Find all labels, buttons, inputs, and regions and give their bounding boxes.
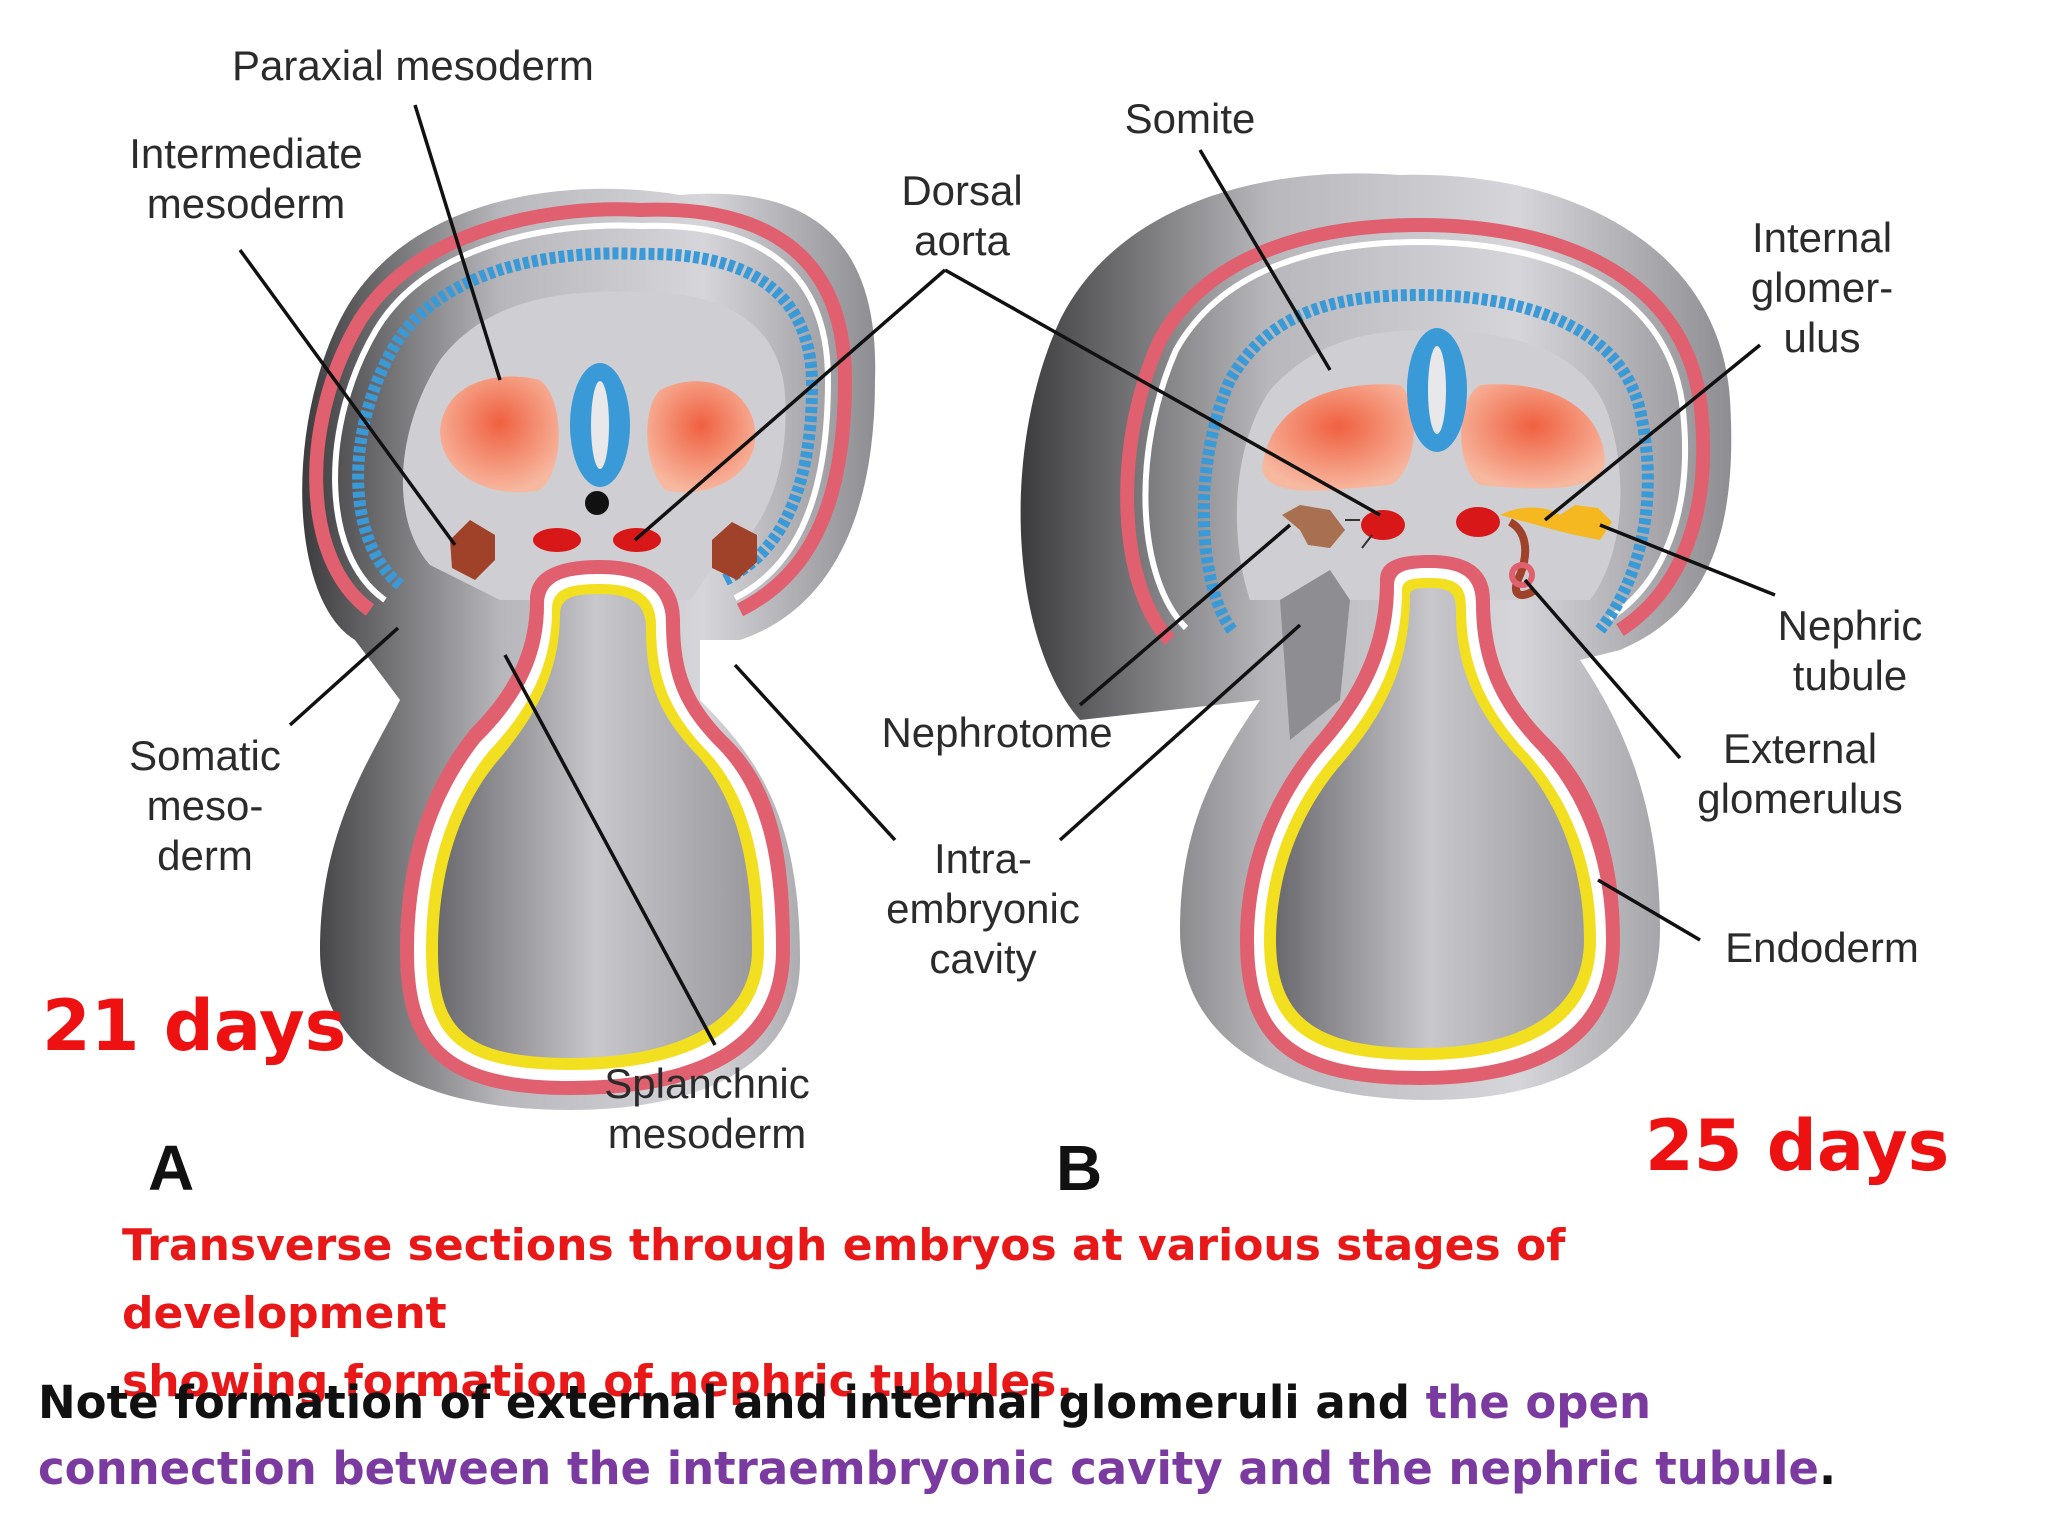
label-somatic-line1: Somatic — [129, 732, 281, 779]
note-plain-after: . — [1818, 1442, 1837, 1495]
panel-b-dorsal-aorta-left — [1361, 510, 1405, 540]
panel-b-embryo — [1020, 173, 1732, 1100]
panel-b-nephrotome — [1282, 505, 1345, 548]
panel-b-intraembryonic-cavity — [1280, 570, 1350, 740]
leader-intermediate — [238, 248, 457, 547]
panel-a-gut-lumen — [438, 594, 752, 1058]
label-external-line1: External — [1723, 725, 1877, 772]
label-internal-line2: glomer- — [1751, 264, 1893, 311]
leader-external-glomerulus — [1523, 578, 1682, 760]
leader-nephrotome — [1078, 523, 1292, 707]
panel-b-external-glomerulus — [1509, 562, 1535, 588]
leader-splanchnic — [503, 654, 717, 1046]
leader-paraxial — [413, 104, 502, 381]
panel-a-notochord — [585, 491, 609, 515]
label-intermediate-line1: Intermediate — [129, 130, 362, 177]
label-internal-line1: Internal — [1752, 214, 1892, 261]
panel-a-intermediate-mesoderm-left — [450, 520, 495, 580]
label-dorsal-line1: Dorsal — [901, 167, 1022, 214]
panel-b-letter: B — [1056, 1132, 1102, 1204]
label-nephric-line2: tubule — [1793, 652, 1907, 699]
label-somatic-line2: meso- — [147, 782, 264, 829]
label-intermediate-line2: mesoderm — [147, 180, 345, 227]
leader-somite — [1198, 149, 1332, 371]
label-external-line2: glomerulus — [1697, 775, 1902, 822]
panel-a-intermediate-mesoderm-right — [712, 522, 757, 580]
label-somite: Somite — [1125, 95, 1256, 142]
panel-b-days-label: 25 days — [1645, 1105, 1950, 1187]
panel-b-dorsal-aorta-right — [1456, 507, 1500, 537]
panel-b-somite-left — [1262, 384, 1414, 491]
label-nephrotome: Nephrotome — [881, 709, 1112, 756]
panel-b-somite-right — [1461, 384, 1605, 489]
panel-a-somatic-layer — [352, 247, 819, 590]
panel-a-amnion-space — [332, 222, 832, 603]
panel-b-gut-lumen — [1276, 588, 1584, 1048]
panel-b-ectoderm — [1120, 217, 1711, 645]
leader-lines — [238, 104, 1776, 1046]
panel-b-somatic-layer — [1197, 288, 1654, 634]
panel-a-days-label: 21 days — [42, 985, 347, 1067]
label-dorsal-line2: aorta — [914, 217, 1010, 264]
labels-panel-b: Somite Internal glomer- ulus Nephric tub… — [1125, 95, 1923, 971]
panel-a-ectoderm — [309, 202, 853, 617]
note-plain-before: Note formation of external and internal … — [38, 1376, 1426, 1429]
note-text: Note formation of external and internal … — [38, 1370, 1938, 1502]
leader-intra-a — [733, 663, 897, 842]
panel-a-neural-canal — [591, 381, 609, 469]
label-endoderm: Endoderm — [1725, 924, 1919, 971]
note-highlight: the open connection between the intraemb… — [38, 1376, 1819, 1495]
leader-dorsal-b — [944, 268, 1381, 517]
label-splanchnic-line2: mesoderm — [608, 1110, 806, 1157]
label-somatic-line3: derm — [157, 832, 253, 879]
leader-endoderm — [1597, 878, 1701, 942]
label-nephric-line1: Nephric — [1778, 602, 1923, 649]
caption-line2: showing formation of nephric tubules. — [122, 1356, 1074, 1407]
label-intra-line3: cavity — [929, 935, 1036, 982]
label-splanchnic-line1: Splanchnic — [604, 1060, 809, 1107]
panel-b-nephric-tubule — [1507, 518, 1538, 599]
panel-a-paraxial-mesoderm-left — [440, 376, 559, 493]
figure-caption: Transverse sections through embryos at v… — [122, 1212, 1882, 1416]
leader-somatic — [288, 626, 400, 727]
panel-b-internal-glomerulus — [1500, 505, 1612, 540]
leader-internal-glomerulus — [1543, 343, 1762, 522]
labels-panel-a: Paraxial mesoderm Intermediate mesoderm … — [129, 42, 1112, 1157]
panel-b-arrow-2 — [1361, 534, 1373, 549]
leader-dorsal-a — [633, 268, 947, 542]
label-intra-line2: embryonic — [886, 885, 1080, 932]
leader-intra-b — [1058, 623, 1302, 842]
panel-b-amnion-space — [1142, 238, 1688, 631]
label-paraxial-mesoderm: Paraxial mesoderm — [232, 42, 594, 89]
leader-nephric-tubule — [1599, 523, 1776, 597]
label-intra-line1: Intra- — [934, 835, 1032, 882]
panel-a-dorsal-aorta-left — [533, 528, 581, 552]
panel-a-paraxial-mesoderm-right — [647, 381, 756, 493]
panel-b-neural-canal — [1428, 346, 1446, 434]
caption-line1: Transverse sections through embryos at v… — [122, 1220, 1566, 1339]
label-internal-line3: ulus — [1783, 314, 1860, 361]
panel-a-letter: A — [148, 1132, 194, 1204]
panel-a-embryo — [302, 188, 876, 1111]
